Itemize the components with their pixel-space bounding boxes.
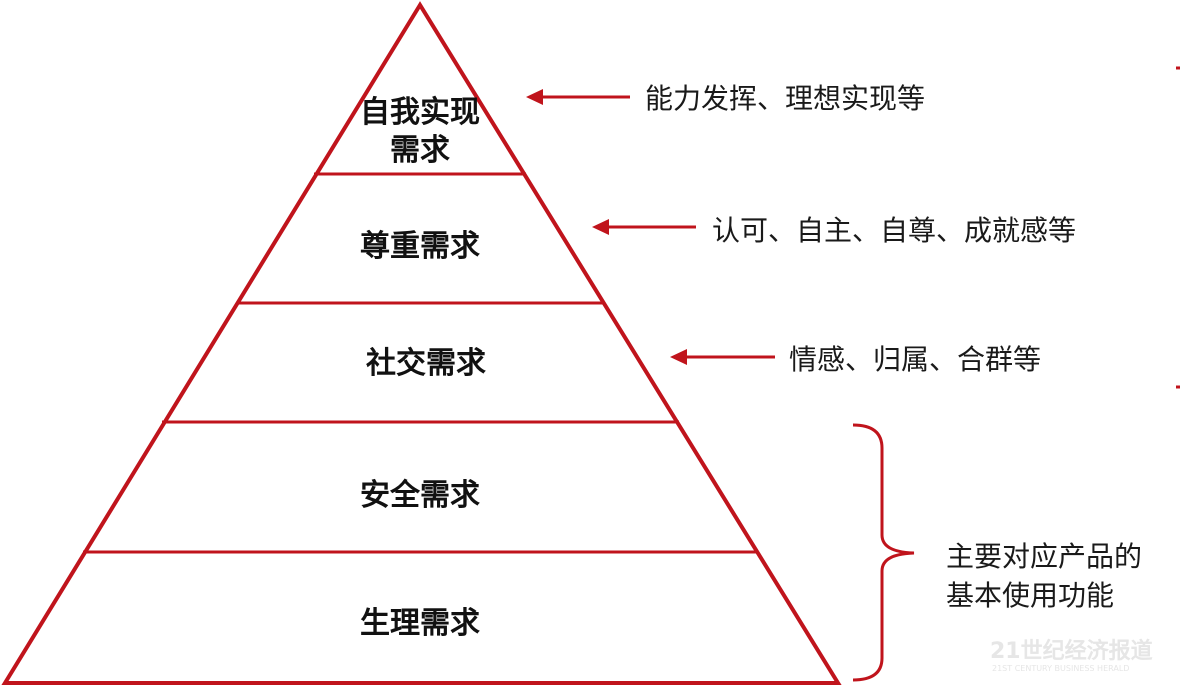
arrow-social — [670, 349, 775, 365]
level-label-self-actualization-line2: 需求 — [390, 133, 450, 168]
level-label-physiological: 生理需求 — [360, 606, 480, 641]
watermark-logo-text: 21世纪经济报道 — [990, 638, 1153, 664]
annotation-self-actualization: 能力发挥、理想实现等 — [645, 82, 925, 115]
arrow-self-actualization — [526, 89, 630, 105]
level-label-esteem: 尊重需求 — [360, 229, 480, 264]
bracket-note-line1: 主要对应产品的 — [946, 540, 1142, 573]
level-label-safety: 安全需求 — [360, 478, 480, 513]
arrow-esteem — [592, 219, 696, 235]
bracket-note-line2: 基本使用功能 — [946, 579, 1114, 612]
level-label-self-actualization: 自我实现 — [360, 95, 480, 130]
annotation-esteem: 认可、自主、自尊、成就感等 — [712, 214, 1076, 247]
watermark-logo-subtitle: 21ST CENTURY BUSINESS HERALD — [992, 664, 1129, 673]
level-label-social: 社交需求 — [366, 346, 486, 381]
curly-bracket — [852, 423, 915, 682]
pyramid-outline — [1, 1, 842, 685]
annotation-social: 情感、归属、合群等 — [789, 343, 1041, 376]
